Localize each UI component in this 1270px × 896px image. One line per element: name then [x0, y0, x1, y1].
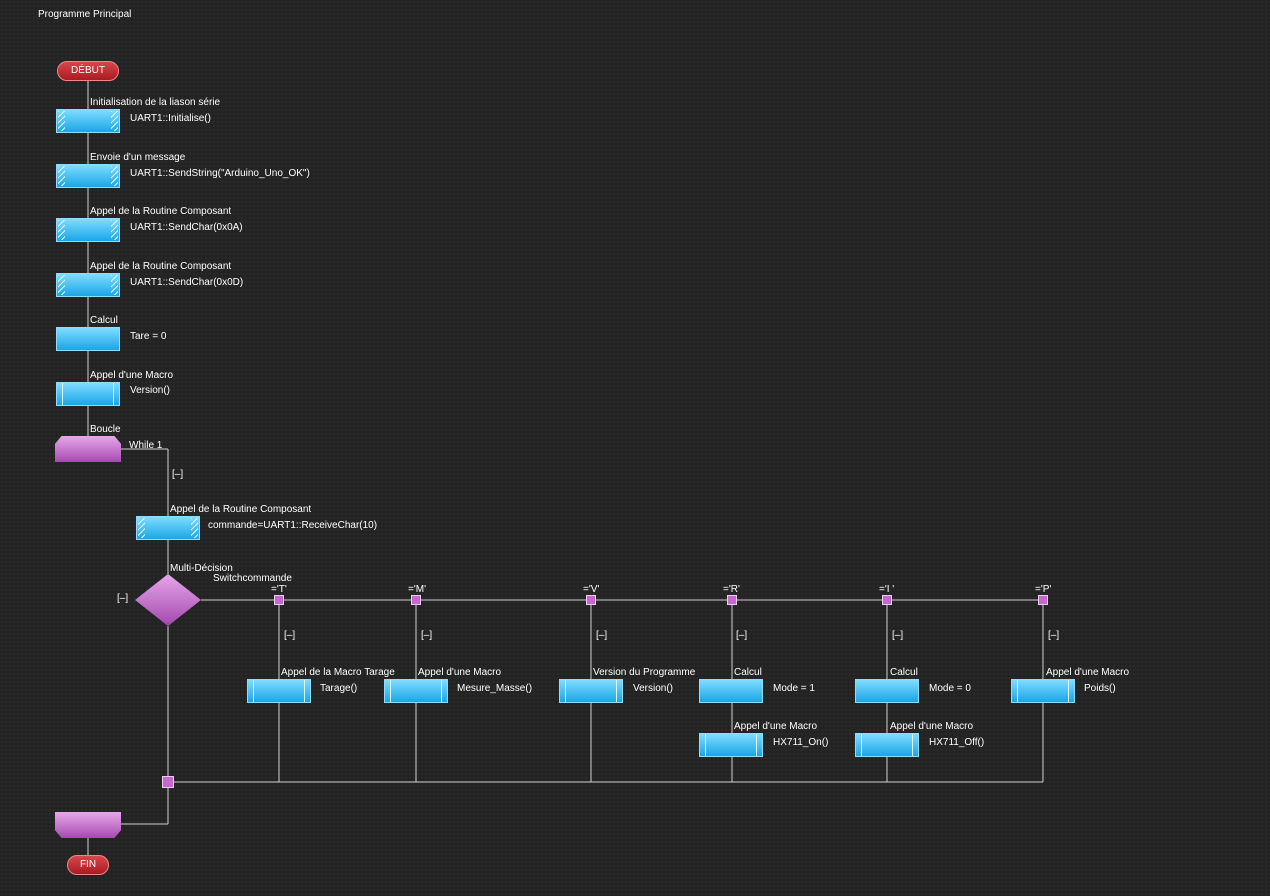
loop-condition: While 1 [129, 440, 163, 451]
start-terminal[interactable]: DÉBUT [57, 61, 119, 81]
block-caption-sendchar-d: Appel de la Routine Composant [90, 261, 232, 272]
block-text-sendchar-a: UART1::SendChar(0x0A) [130, 222, 243, 233]
case-collapse-m[interactable]: [–] [421, 630, 433, 641]
macro-block-hx711-off[interactable] [855, 733, 919, 757]
block-text-message: UART1::SendString("Arduino_Uno_OK") [130, 168, 310, 179]
case-value-m: ='M' [408, 584, 426, 595]
case-m-caption: Appel d'une Macro [418, 667, 502, 678]
switch-merge-junction[interactable] [162, 776, 174, 788]
case-collapse-v[interactable]: [–] [596, 630, 608, 641]
case-value-i: ='I ' [879, 584, 895, 595]
block-text-tare: Tare = 0 [130, 331, 167, 342]
component-block-sendchar-d[interactable] [56, 273, 120, 297]
case-t-caption: Appel de la Macro Tarage [281, 667, 395, 678]
case-t-text: Tarage() [320, 683, 358, 694]
case-junction-i[interactable] [882, 595, 892, 605]
component-block-init[interactable] [56, 109, 120, 133]
component-block-sendchar-a[interactable] [56, 218, 120, 242]
case-junction-t[interactable] [274, 595, 284, 605]
loop-caption: Boucle [90, 424, 121, 435]
case-v-caption: Version du Programme [593, 667, 696, 678]
case-i-caption-calc: Calcul [890, 667, 918, 678]
calc-block-mode-0[interactable] [855, 679, 919, 703]
calc-block-mode-1[interactable] [699, 679, 763, 703]
case-i-text-macro: HX711_Off() [929, 737, 985, 748]
case-collapse-r[interactable]: [–] [736, 630, 748, 641]
case-junction-p[interactable] [1038, 595, 1048, 605]
component-block-receive[interactable] [136, 516, 200, 540]
end-terminal[interactable]: FIN [67, 855, 109, 875]
case-p-caption: Appel d'une Macro [1046, 667, 1130, 678]
block-text-receive: commande=UART1::ReceiveChar(10) [208, 520, 378, 531]
loop-collapse-toggle[interactable]: [–] [172, 469, 184, 480]
case-v-text: Version() [633, 683, 674, 694]
loop-start-block[interactable] [55, 436, 121, 462]
case-i-text-calc: Mode = 0 [929, 683, 971, 694]
case-collapse-t[interactable]: [–] [284, 630, 296, 641]
case-value-r: ='R' [723, 584, 740, 595]
case-p-text: Poids() [1084, 683, 1116, 694]
case-junction-r[interactable] [727, 595, 737, 605]
case-r-text-macro: HX711_On() [773, 737, 829, 748]
block-caption-sendchar-a: Appel de la Routine Composant [90, 206, 232, 217]
block-caption-version: Appel d'une Macro [90, 370, 174, 381]
case-junction-m[interactable] [411, 595, 421, 605]
block-caption-init: Initialisation de la liason série [90, 97, 221, 108]
block-caption-message: Envoie d'un message [90, 152, 186, 163]
case-value-p: ='P' [1035, 584, 1052, 595]
case-junction-v[interactable] [586, 595, 596, 605]
case-r-caption-calc: Calcul [734, 667, 762, 678]
macro-block-tarage[interactable] [247, 679, 311, 703]
macro-block-mesure-masse[interactable] [384, 679, 448, 703]
page-title: Programme Principal [38, 9, 132, 20]
case-i-caption-macro: Appel d'une Macro [890, 721, 974, 732]
case-value-v: ='V' [583, 584, 600, 595]
case-collapse-p[interactable]: [–] [1048, 630, 1060, 641]
case-r-caption-macro: Appel d'une Macro [734, 721, 818, 732]
loop-end-block[interactable] [55, 812, 121, 838]
switch-caption: Multi-Décision [170, 563, 233, 574]
macro-block-version-programme[interactable] [559, 679, 623, 703]
case-collapse-i[interactable]: [–] [892, 630, 904, 641]
block-text-init: UART1::Initialise() [130, 113, 211, 124]
switch-expression: Switchcommande [213, 573, 292, 584]
component-block-message[interactable] [56, 164, 120, 188]
macro-block-hx711-on[interactable] [699, 733, 763, 757]
case-r-text-calc: Mode = 1 [773, 683, 815, 694]
block-caption-tare: Calcul [90, 315, 118, 326]
block-caption-receive: Appel de la Routine Composant [170, 504, 312, 515]
switch-collapse-toggle[interactable]: [–] [117, 593, 129, 604]
block-text-sendchar-d: UART1::SendChar(0x0D) [130, 277, 244, 288]
block-text-version: Version() [130, 385, 171, 396]
case-value-t: ='T' [271, 584, 287, 595]
macro-block-poids[interactable] [1011, 679, 1075, 703]
macro-block-version[interactable] [56, 382, 120, 406]
calc-block-tare[interactable] [56, 327, 120, 351]
case-m-text: Mesure_Masse() [457, 683, 533, 694]
switch-decision-diamond[interactable] [135, 574, 201, 626]
